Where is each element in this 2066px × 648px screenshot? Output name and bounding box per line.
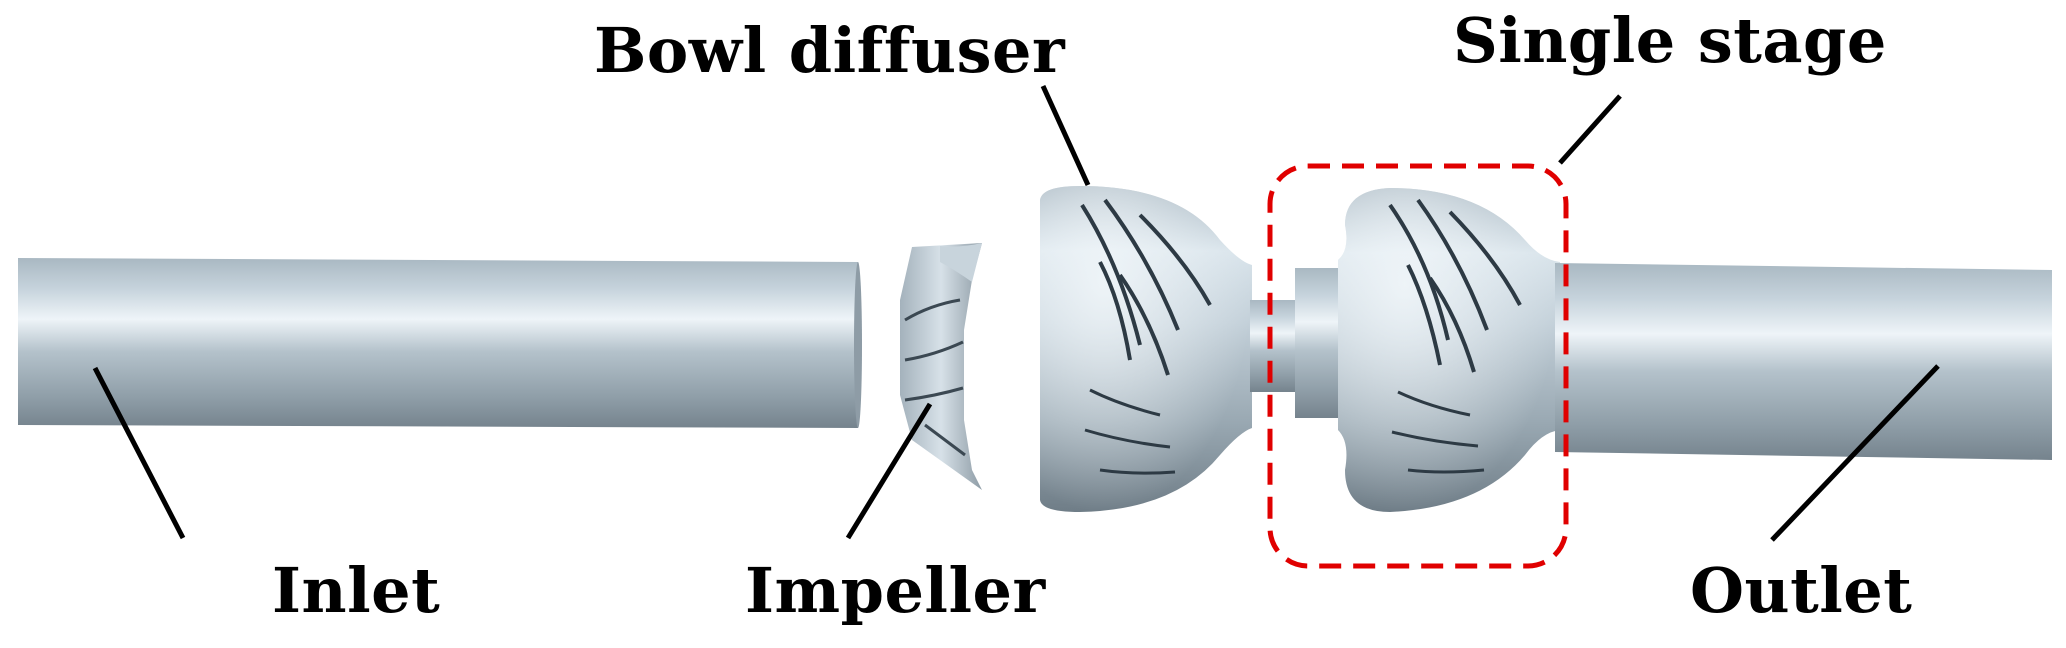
bowl-diffuser-body <box>1040 186 1300 512</box>
single-stage-highlight-box <box>1267 163 1569 569</box>
impeller-leader-line <box>845 402 933 540</box>
inlet-pipe <box>18 258 862 428</box>
inlet-label: Inlet <box>272 554 441 627</box>
impeller <box>900 243 982 490</box>
inlet-leader-line <box>92 366 186 540</box>
single-stage-leader-line <box>1558 94 1622 165</box>
bowl-diffuser-label: Bowl diffuser <box>594 14 1066 87</box>
stage-bowl-body <box>1295 188 1560 512</box>
outlet-pipe <box>1555 263 2052 460</box>
outlet-leader-line <box>1770 364 1940 542</box>
bowl-diffuser-leader-line <box>1040 84 1091 187</box>
impeller-label: Impeller <box>745 554 1046 627</box>
outlet-label: Outlet <box>1690 554 1913 627</box>
single-stage-label: Single stage <box>1453 4 1887 77</box>
